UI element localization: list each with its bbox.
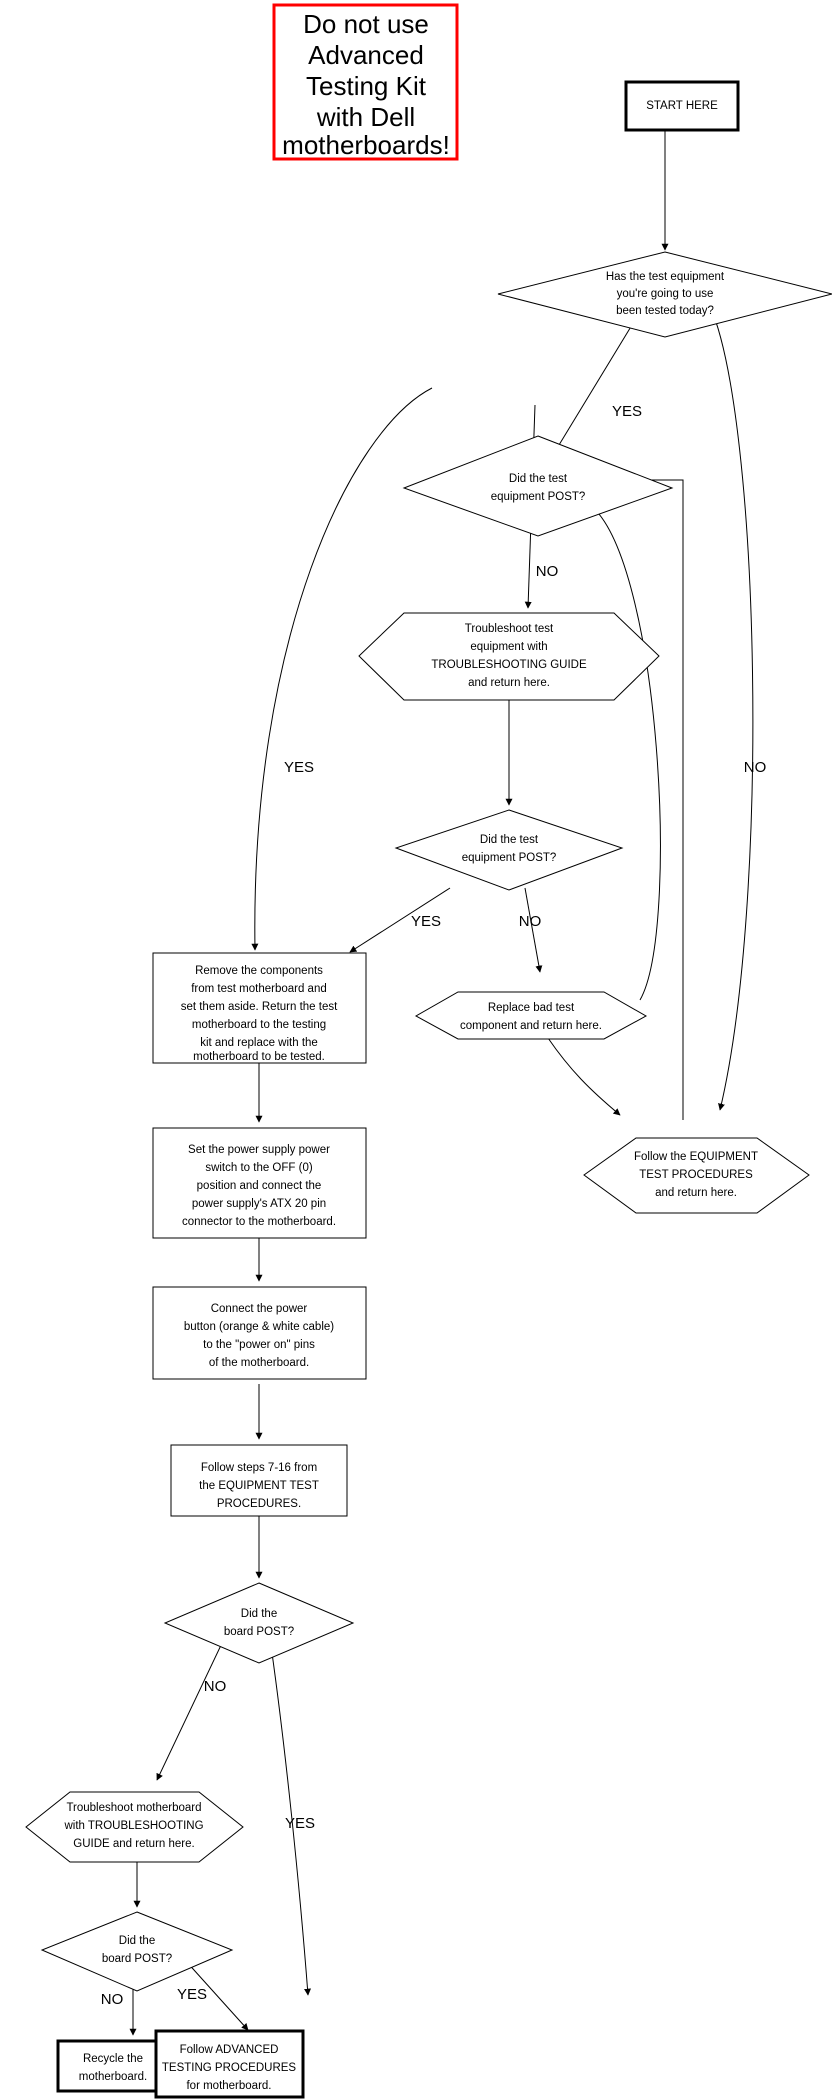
remove-line-3: set them aside. Return the test [181, 1001, 338, 1013]
remove-line-6: motherboard to be tested. [193, 1051, 325, 1063]
troubleshoot-board-line-3: GUIDE and return here. [73, 1838, 194, 1850]
node-follow-equipment-test-procedures[interactable]: Follow the EQUIPMENT TEST PROCEDURES and… [583, 1137, 810, 1214]
tested-today-line-1: Has the test equipment [606, 271, 725, 283]
board-post1-line-1: Did the [241, 1608, 277, 1620]
edge-label-tested-today-no: NO [744, 759, 767, 776]
remove-line-5: kit and replace with the [200, 1037, 318, 1049]
edge-equip-post1-yes [251, 387, 433, 951]
remove-line-4: motherboard to the testing [192, 1019, 326, 1031]
node-remove-components[interactable]: Remove the components from test motherbo… [152, 952, 367, 1064]
node-start-here[interactable]: START HERE [624, 80, 740, 132]
edge-equip-post2-yes [349, 887, 451, 953]
equip-proc-line-1: Follow the EQUIPMENT [634, 1151, 758, 1163]
warning-box: Do not use Advanced Testing Kit with Del… [272, 3, 459, 161]
edge-replace-to-equip-proc [547, 1037, 621, 1116]
equip-proc-line-3: and return here. [655, 1187, 737, 1199]
edge-label-equip-post2-yes: YES [411, 913, 441, 930]
node-recycle-motherboard[interactable]: Recycle the motherboard. [56, 2039, 170, 2093]
warning-line-2: Advanced [308, 40, 424, 70]
board-post2-line-2: board POST? [102, 1953, 172, 1965]
node-question-equipment-post-1[interactable]: Did the test equipment POST? [402, 435, 674, 537]
edge-label-equip-post1-yes: YES [284, 759, 314, 776]
troubleshoot-equip-line-4: and return here. [468, 677, 550, 689]
power-supply-line-3: position and connect the [197, 1180, 322, 1192]
node-follow-steps-7-16[interactable]: Follow steps 7-16 from the EQUIPMENT TES… [170, 1444, 348, 1517]
equip-proc-line-2: TEST PROCEDURES [639, 1169, 753, 1181]
remove-line-1: Remove the components [195, 965, 323, 977]
advanced-line-3: for motherboard. [186, 2080, 271, 2092]
power-button-line-2: button (orange & white cable) [184, 1321, 334, 1333]
recycle-line-2: motherboard. [79, 2071, 147, 2083]
troubleshoot-board-line-2: with TROUBLESHOOTING [63, 1820, 203, 1832]
edge-board-post1-yes [267, 1624, 312, 1996]
power-button-line-3: to the "power on" pins [203, 1339, 315, 1351]
troubleshoot-equip-line-3: TROUBLESHOOTING GUIDE [431, 659, 587, 671]
node-replace-bad-component[interactable]: Replace bad test component and return he… [414, 991, 648, 1040]
edge-label-board-post2-no: NO [101, 1991, 124, 2008]
node-question-board-post-2[interactable]: Did the board POST? [40, 1911, 234, 1992]
board-post2-line-1: Did the [119, 1935, 155, 1947]
power-supply-line-5: connector to the motherboard. [182, 1216, 336, 1228]
node-question-board-post-1[interactable]: Did the board POST? [163, 1582, 355, 1664]
edge-tested-today-yes [544, 319, 636, 469]
node-advanced-testing-procedures[interactable]: Follow ADVANCED TESTING PROCEDURES for m… [154, 2029, 305, 2099]
advanced-line-1: Follow ADVANCED [180, 2044, 279, 2056]
node-set-power-supply[interactable]: Set the power supply power switch to the… [152, 1127, 367, 1239]
start-here-label: START HERE [646, 100, 718, 112]
troubleshoot-board-line-1: Troubleshoot motherboard [66, 1802, 201, 1814]
equip-post2-line-1: Did the test [480, 834, 539, 846]
edge-replace-back-to-q1 [589, 504, 661, 1001]
node-question-equipment-post-2[interactable]: Did the test equipment POST? [394, 809, 624, 891]
node-connect-power-button[interactable]: Connect the power button (orange & white… [152, 1286, 367, 1380]
power-button-line-4: of the motherboard. [209, 1357, 309, 1369]
edge-tested-today-no [709, 305, 754, 1111]
troubleshoot-equip-line-2: equipment with [470, 641, 547, 653]
replace-line-2: component and return here. [460, 1020, 602, 1032]
warning-line-1: Do not use [303, 9, 429, 39]
steps-line-3: PROCEDURES. [217, 1498, 301, 1510]
node-troubleshoot-test-equipment[interactable]: Troubleshoot test equipment with TROUBLE… [358, 612, 660, 701]
equip-post2-line-2: equipment POST? [462, 852, 557, 864]
node-question-tested-today[interactable]: Has the test equipment you're going to u… [497, 251, 832, 338]
warning-line-5: motherboards! [282, 130, 450, 160]
remove-line-2: from test motherboard and [191, 983, 327, 995]
edge-label-equip-post2-no: NO [519, 913, 542, 930]
steps-line-2: the EQUIPMENT TEST [199, 1480, 319, 1492]
advanced-line-2: TESTING PROCEDURES [162, 2062, 297, 2074]
edge-label-board-post1-no: NO [204, 1678, 227, 1695]
equip-post1-line-1: Did the test [509, 473, 568, 485]
power-supply-line-2: switch to the OFF (0) [205, 1162, 313, 1174]
steps-line-1: Follow steps 7-16 from [201, 1462, 317, 1474]
tested-today-line-2: you're going to use [617, 288, 714, 300]
equip-post1-line-2: equipment POST? [491, 491, 586, 503]
replace-line-1: Replace bad test [488, 1002, 575, 1014]
edge-label-tested-today-yes: YES [612, 403, 642, 420]
edge-board-post1-no [156, 1621, 233, 1781]
troubleshoot-equip-line-1: Troubleshoot test [465, 623, 554, 635]
tested-today-line-3: been tested today? [616, 305, 714, 317]
warning-line-4: with Dell [316, 102, 415, 132]
warning-line-3: Testing Kit [306, 71, 427, 101]
board-post1-line-2: board POST? [224, 1626, 294, 1638]
edge-label-board-post1-yes: YES [285, 1815, 315, 1832]
power-supply-line-1: Set the power supply power [188, 1144, 330, 1156]
edge-equip-post2-no [524, 887, 543, 973]
power-button-line-1: Connect the power [211, 1303, 308, 1315]
edge-label-board-post2-yes: YES [177, 1986, 207, 2003]
recycle-line-1: Recycle the [83, 2053, 143, 2065]
node-troubleshoot-motherboard[interactable]: Troubleshoot motherboard with TROUBLESHO… [25, 1791, 244, 1863]
power-supply-line-4: power supply's ATX 20 pin [192, 1198, 326, 1210]
edge-label-equip-post1-no: NO [536, 563, 559, 580]
